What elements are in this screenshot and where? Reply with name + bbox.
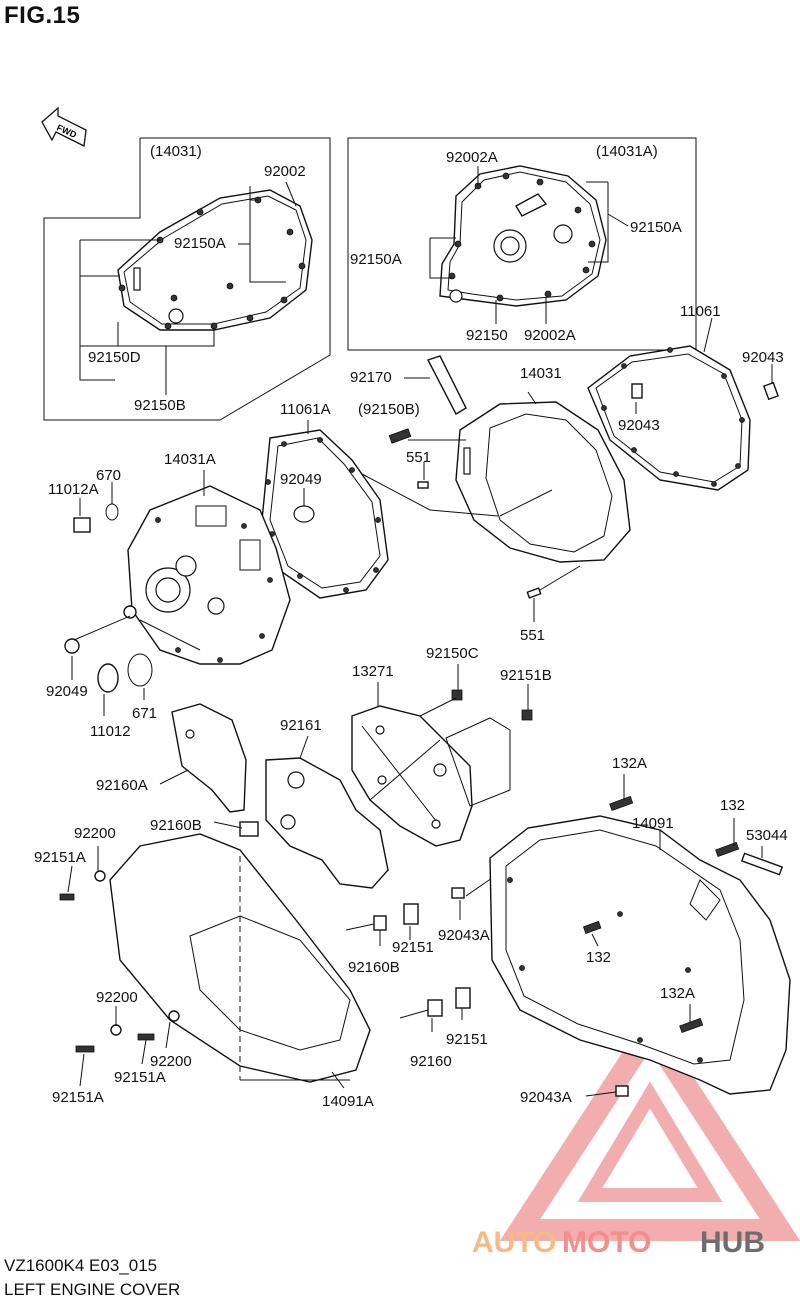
callout-11061-top: 11061 bbox=[680, 303, 721, 320]
watermark-hub: HUB bbox=[700, 1226, 765, 1259]
callout-92161: 92161 bbox=[280, 717, 322, 734]
plate-92160A bbox=[159, 703, 247, 813]
callout-92151A-top: 92151A bbox=[34, 849, 86, 866]
callout-92150A-mid: 92150A bbox=[350, 251, 402, 268]
callout-92150B: 92150B bbox=[134, 397, 186, 414]
callout-92049-top: 92049 bbox=[280, 471, 322, 488]
callout-14031A-box: (14031A) bbox=[596, 143, 658, 160]
callout-92043A-bot: 92043A bbox=[520, 1089, 572, 1106]
callout-11061A: 11061A bbox=[280, 401, 331, 418]
callout-92002A-top: 92002A bbox=[446, 149, 498, 166]
callout-92002A-bot: 92002A bbox=[524, 327, 576, 344]
callout-14031: 14031 bbox=[520, 365, 562, 382]
cover-14091A bbox=[59, 821, 371, 1089]
lever-92170 bbox=[388, 355, 581, 622]
callout-14031A: 14031A bbox=[164, 451, 216, 468]
callout-92002: 92002 bbox=[264, 163, 306, 180]
callout-92160: 92160 bbox=[410, 1053, 452, 1070]
callout-92160B-mid: 92160B bbox=[348, 959, 400, 976]
cover-14031A bbox=[64, 470, 291, 716]
callout-92043A-mid: 92043A bbox=[438, 927, 490, 944]
callout-132A-mid: 132A bbox=[660, 985, 695, 1002]
callout-92160A: 92160A bbox=[96, 777, 148, 794]
cover-14031 bbox=[361, 391, 631, 563]
callout-53044: 53044 bbox=[746, 827, 788, 844]
callout-92151A-bot: 92151A bbox=[52, 1089, 104, 1106]
inset-14031A bbox=[347, 137, 697, 351]
callout-551-bot: 551 bbox=[520, 627, 545, 644]
callout-11012: 11012 bbox=[90, 723, 131, 740]
watermark-logo: AUTO MOTO HUB bbox=[472, 1009, 800, 1259]
callout-671: 671 bbox=[132, 705, 157, 722]
callout-92200-low: 92200 bbox=[150, 1053, 192, 1070]
callout-92151-mid: 92151 bbox=[392, 939, 434, 956]
plate-92161 bbox=[265, 735, 389, 889]
callout-92151A-mid: 92151A bbox=[114, 1069, 166, 1086]
callout-92151B: 92151B bbox=[500, 667, 552, 684]
callout-92160B-top: 92160B bbox=[150, 817, 202, 834]
callout-92150A-left: 92150A bbox=[174, 235, 226, 252]
callout-92170: 92170 bbox=[350, 369, 392, 386]
callout-11012A: 11012A bbox=[48, 481, 99, 498]
callout-132-mid: 132 bbox=[586, 949, 611, 966]
callout-92150D: 92150D bbox=[88, 349, 141, 366]
callout-92049-bot: 92049 bbox=[46, 683, 88, 700]
footer-model-code: VZ1600K4 E03_015 bbox=[4, 1256, 158, 1275]
callout-92150A-right: 92150A bbox=[630, 219, 682, 236]
watermark-auto: AUTO bbox=[472, 1226, 556, 1259]
spacers bbox=[345, 877, 493, 1032]
callout-551-top: 551 bbox=[406, 449, 431, 466]
callout-14031-box: (14031) bbox=[150, 143, 202, 160]
callout-13271: 13271 bbox=[352, 663, 394, 680]
callout-670: 670 bbox=[96, 467, 121, 484]
callout-92043-mid: 92043 bbox=[618, 417, 660, 434]
footer-description: LEFT ENGINE COVER bbox=[4, 1280, 181, 1299]
callout-92200-top: 92200 bbox=[74, 825, 116, 842]
callout-92200-mid: 92200 bbox=[96, 989, 138, 1006]
watermark-moto: MOTO bbox=[562, 1226, 651, 1259]
callout-92151-low: 92151 bbox=[446, 1031, 488, 1048]
inset-14031 bbox=[43, 137, 331, 421]
gasket-11061 bbox=[587, 317, 779, 491]
callout-92150: 92150 bbox=[466, 327, 508, 344]
callout-labels: (14031) 92002 92150A 92150D 92150B (1403… bbox=[34, 143, 788, 1110]
figure-title: FIG.15 bbox=[4, 2, 81, 29]
fwd-arrow-icon: FWD bbox=[41, 106, 87, 147]
callout-14091: 14091 bbox=[632, 815, 674, 832]
cover-14091 bbox=[489, 774, 791, 1097]
callout-132-top: 132 bbox=[720, 797, 745, 814]
callout-92150C: 92150C bbox=[426, 645, 479, 662]
callout-132A-top: 132A bbox=[612, 755, 647, 772]
callout-92043-top: 92043 bbox=[742, 349, 784, 366]
plate-13271 bbox=[351, 664, 533, 847]
callout-92150B-paren: (92150B) bbox=[358, 401, 420, 418]
callout-14091A: 14091A bbox=[322, 1093, 374, 1110]
